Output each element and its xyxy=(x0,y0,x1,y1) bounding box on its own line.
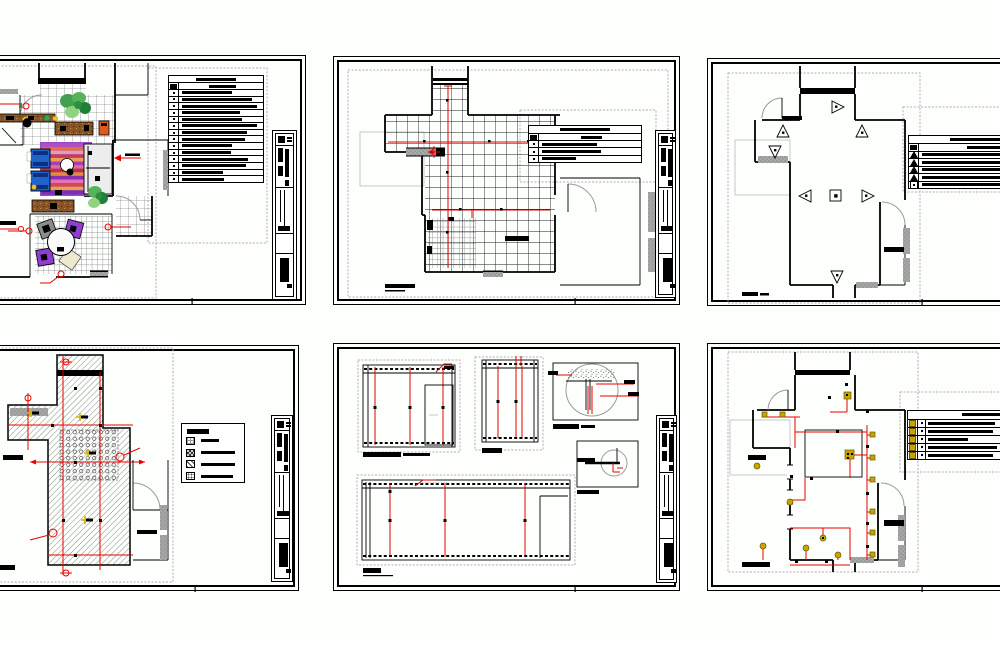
elevations xyxy=(356,356,639,592)
ceiling-symbols xyxy=(768,100,876,285)
tile-plan xyxy=(347,66,669,305)
small-tiles xyxy=(428,218,476,268)
finish-legend-box xyxy=(181,423,245,483)
dining-chair-purple xyxy=(35,247,55,267)
sockets xyxy=(753,391,876,559)
blue-armchair xyxy=(26,170,51,192)
plant xyxy=(60,92,91,118)
title-block xyxy=(272,130,297,300)
sheet-furniture-layout xyxy=(0,55,306,305)
furniture-plan xyxy=(0,63,268,305)
caption-bar xyxy=(385,284,415,288)
white-sofa xyxy=(83,143,113,195)
electrical-legend-table xyxy=(907,410,1000,460)
console-table xyxy=(54,121,94,136)
striped-rug xyxy=(40,142,92,196)
plant xyxy=(88,186,108,208)
joint-markers xyxy=(790,383,869,563)
sheet-electrical-plan xyxy=(707,343,1000,591)
console-table xyxy=(31,199,75,213)
sheet-ceiling-plan xyxy=(707,58,1000,306)
detail-1 xyxy=(548,362,639,429)
electrical-plan xyxy=(727,351,1000,592)
entry-sideboard xyxy=(0,113,58,123)
red-leaders xyxy=(0,102,141,284)
balcony-tiles xyxy=(116,196,152,236)
elevation-c xyxy=(361,479,571,577)
red-dimensions xyxy=(388,85,552,268)
caption-bar xyxy=(3,455,23,460)
marker-crosses xyxy=(27,409,96,524)
title-block xyxy=(271,415,293,582)
joint-markers xyxy=(51,387,102,557)
side-table xyxy=(60,158,74,176)
wall-lintel xyxy=(38,78,86,84)
dotted-inlay xyxy=(59,429,119,481)
sheet-floor-finish-plan xyxy=(0,345,299,591)
dining-table xyxy=(47,228,75,256)
furniture-legend-table xyxy=(168,75,264,183)
tile-legend-table xyxy=(528,125,642,163)
elevation-b xyxy=(481,356,539,453)
ceiling-plan xyxy=(727,66,1000,306)
caption-bar xyxy=(742,292,758,296)
detail-2 xyxy=(576,440,639,494)
caption-bar xyxy=(742,562,770,567)
title-block xyxy=(655,130,676,298)
orange-cabinet xyxy=(98,120,110,136)
elevation-a xyxy=(362,363,456,457)
finish-plan xyxy=(0,347,196,592)
red-dimensions xyxy=(8,355,145,577)
ceiling-legend-table xyxy=(908,135,1000,189)
title-block xyxy=(656,415,677,583)
blue-armchair xyxy=(26,148,51,169)
entry-stool xyxy=(22,116,32,128)
